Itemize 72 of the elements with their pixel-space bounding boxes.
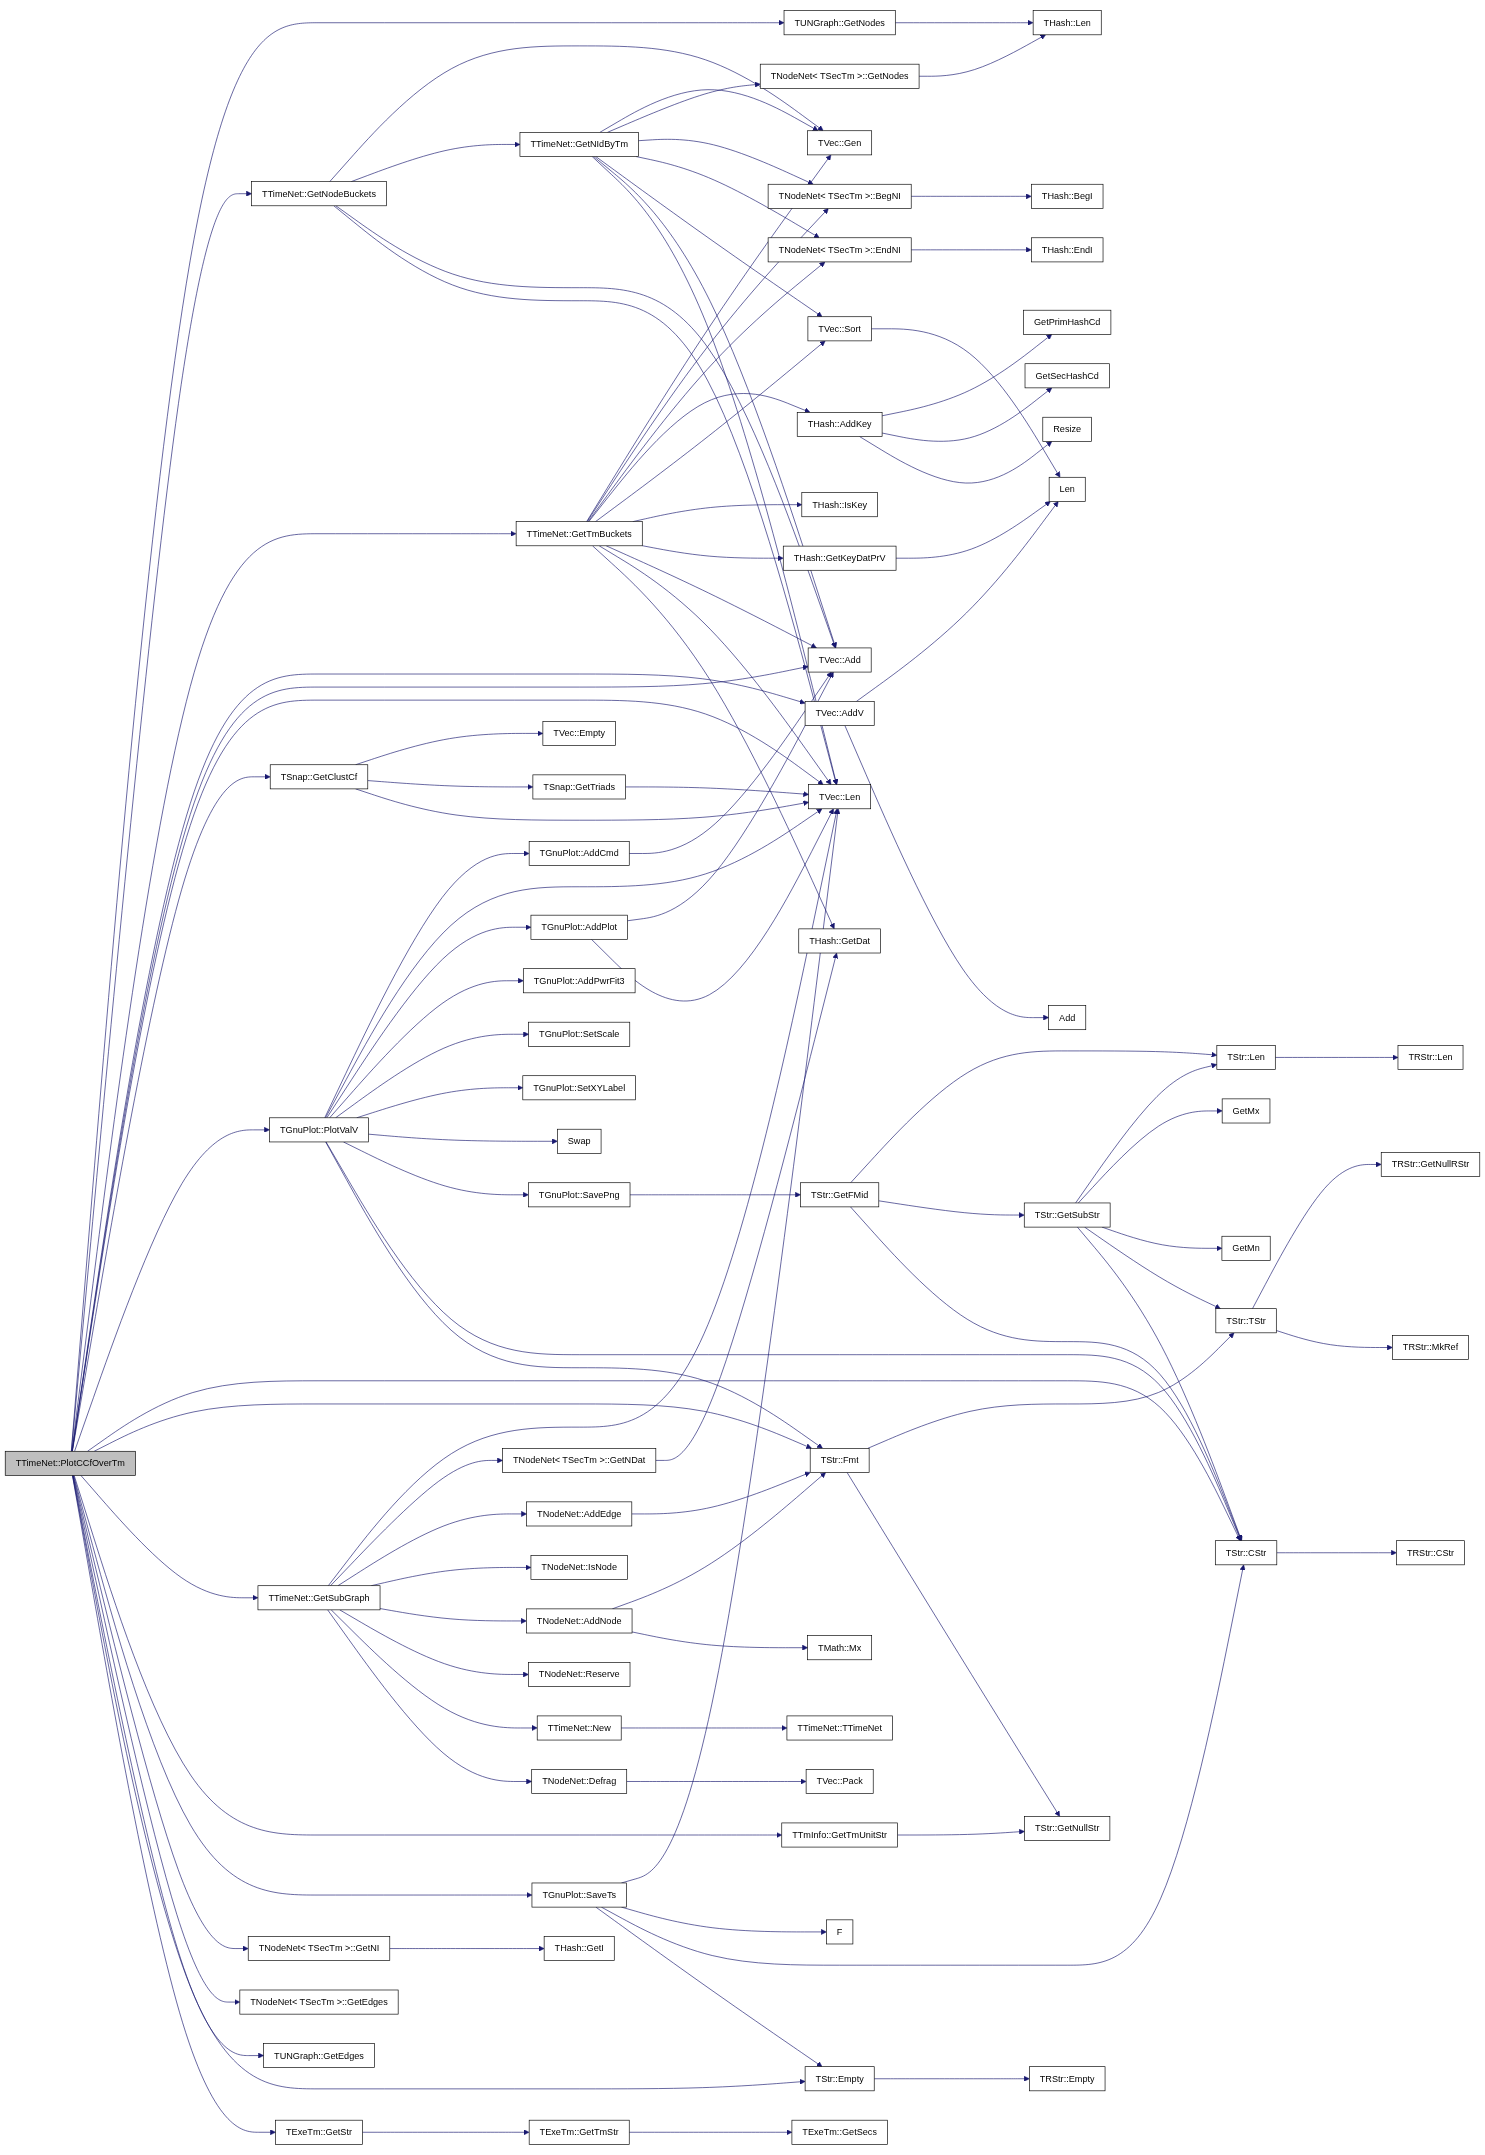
node-box: TRStr::Empty bbox=[1029, 2066, 1106, 2092]
node-box: TNodeNet::Reserve bbox=[528, 1662, 631, 1687]
node-box: F bbox=[826, 1919, 854, 1945]
node-box: THash::GetDat bbox=[798, 928, 881, 954]
node-box: THash::EndI bbox=[1031, 237, 1104, 263]
node-box: TStr::GetFMid bbox=[800, 1182, 880, 1208]
node-box: TStr::Len bbox=[1216, 1045, 1276, 1070]
node-box: TTimeNet::New bbox=[536, 1715, 622, 1741]
node-box: TStr::Empty bbox=[804, 2066, 875, 2092]
node-box: TGnuPlot::AddPwrFit3 bbox=[523, 968, 636, 994]
node-box: TNodeNet::Defrag bbox=[531, 1769, 628, 1794]
node-box: TTimeNet::GetNIdByTm bbox=[519, 132, 639, 157]
node-box: TTimeNet::GetTmBuckets bbox=[515, 521, 643, 547]
node-box: TGnuPlot::SavePng bbox=[528, 1182, 631, 1208]
node-box: TTmInfo::GetTmUnitStr bbox=[781, 1822, 898, 1848]
node-box: TStr::TStr bbox=[1215, 1308, 1277, 1334]
node-box: TNodeNet< TSecTm >::GetNodes bbox=[759, 63, 920, 89]
node-box: Resize bbox=[1042, 416, 1092, 442]
node-box: TStr::GetSubStr bbox=[1023, 1202, 1111, 1228]
node-box: GetMn bbox=[1221, 1235, 1271, 1261]
node-box: TVec::Add bbox=[807, 647, 872, 673]
node-box: TNodeNet< TSecTm >::GetNDat bbox=[502, 1448, 657, 1473]
node-box: TGnuPlot::AddPlot bbox=[530, 914, 628, 940]
node-box: THash::AddKey bbox=[796, 412, 883, 437]
node-box: THash::Len bbox=[1032, 10, 1102, 36]
node-box: TNodeNet< TSecTm >::EndNI bbox=[767, 237, 912, 263]
node-box: TTimeNet::GetNodeBuckets bbox=[251, 181, 387, 207]
node-box: TRStr::CStr bbox=[1396, 1540, 1465, 1566]
node-box: TVec::Gen bbox=[807, 130, 872, 156]
node-box: GetMx bbox=[1221, 1098, 1271, 1124]
node-box: TTimeNet::PlotCCfOverTm bbox=[4, 1450, 136, 1476]
node-box: TUNGraph::GetEdges bbox=[263, 2043, 375, 2068]
node-box: TRStr::GetNullRStr bbox=[1380, 1152, 1481, 1177]
node-box: THash::GetI bbox=[543, 1936, 615, 1961]
node-box: TVec::Len bbox=[808, 784, 871, 810]
node-box: TStr::GetNullStr bbox=[1024, 1816, 1111, 1841]
node-box: TExeTm::GetStr bbox=[275, 2119, 363, 2145]
node-box: TStr::Fmt bbox=[809, 1448, 870, 1473]
node-box: TVec::Pack bbox=[805, 1769, 874, 1794]
node-box: THash::BegI bbox=[1031, 183, 1104, 209]
node-box: THash::GetKeyDatPrV bbox=[782, 545, 897, 571]
node-box: TNodeNet::IsNode bbox=[530, 1555, 628, 1580]
node-box: TRStr::MkRef bbox=[1392, 1335, 1469, 1360]
node-box: TVec::Empty bbox=[542, 721, 616, 746]
node-box: TVec::Sort bbox=[807, 316, 872, 342]
node-box: TExeTm::GetTmStr bbox=[528, 2119, 630, 2145]
node-box: TSnap::GetTriads bbox=[532, 774, 626, 800]
node-box: TRStr::Len bbox=[1397, 1045, 1464, 1070]
node-box: TStr::CStr bbox=[1215, 1540, 1278, 1566]
node-box: TVec::AddV bbox=[804, 701, 875, 726]
node-box: TMath::Mx bbox=[807, 1635, 872, 1661]
node-box: TGnuPlot::SetXYLabel bbox=[522, 1075, 636, 1101]
node-box: Swap bbox=[557, 1128, 602, 1154]
node-box: TGnuPlot::PlotValV bbox=[269, 1117, 369, 1143]
node-box: TTimeNet::GetSubGraph bbox=[257, 1585, 381, 1611]
node-box: TNodeNet< TSecTm >::BegNI bbox=[767, 183, 912, 209]
node-box: TTimeNet::TTimeNet bbox=[786, 1715, 893, 1741]
node-box: TNodeNet< TSecTm >::GetEdges bbox=[239, 1989, 399, 2015]
node-box: TNodeNet< TSecTm >::GetNI bbox=[247, 1936, 391, 1961]
node-box: TUNGraph::GetNodes bbox=[783, 10, 896, 36]
node-box: TNodeNet::AddEdge bbox=[526, 1501, 633, 1527]
node-box: GetSecHashCd bbox=[1024, 363, 1110, 389]
node-box: Add bbox=[1048, 1005, 1087, 1031]
node-box: TSnap::GetClustCf bbox=[269, 764, 369, 790]
node-box: THash::IsKey bbox=[801, 492, 878, 518]
node-box: TGnuPlot::AddCmd bbox=[528, 841, 630, 866]
node-box: Len bbox=[1048, 476, 1086, 502]
node-box: TNodeNet::AddNode bbox=[526, 1608, 633, 1634]
node-box: GetPrimHashCd bbox=[1023, 309, 1112, 335]
node-box: TExeTm::GetSecs bbox=[791, 2119, 888, 2145]
node-box: TGnuPlot::SaveTs bbox=[531, 1882, 627, 1908]
node-box: TGnuPlot::SetScale bbox=[528, 1021, 631, 1047]
